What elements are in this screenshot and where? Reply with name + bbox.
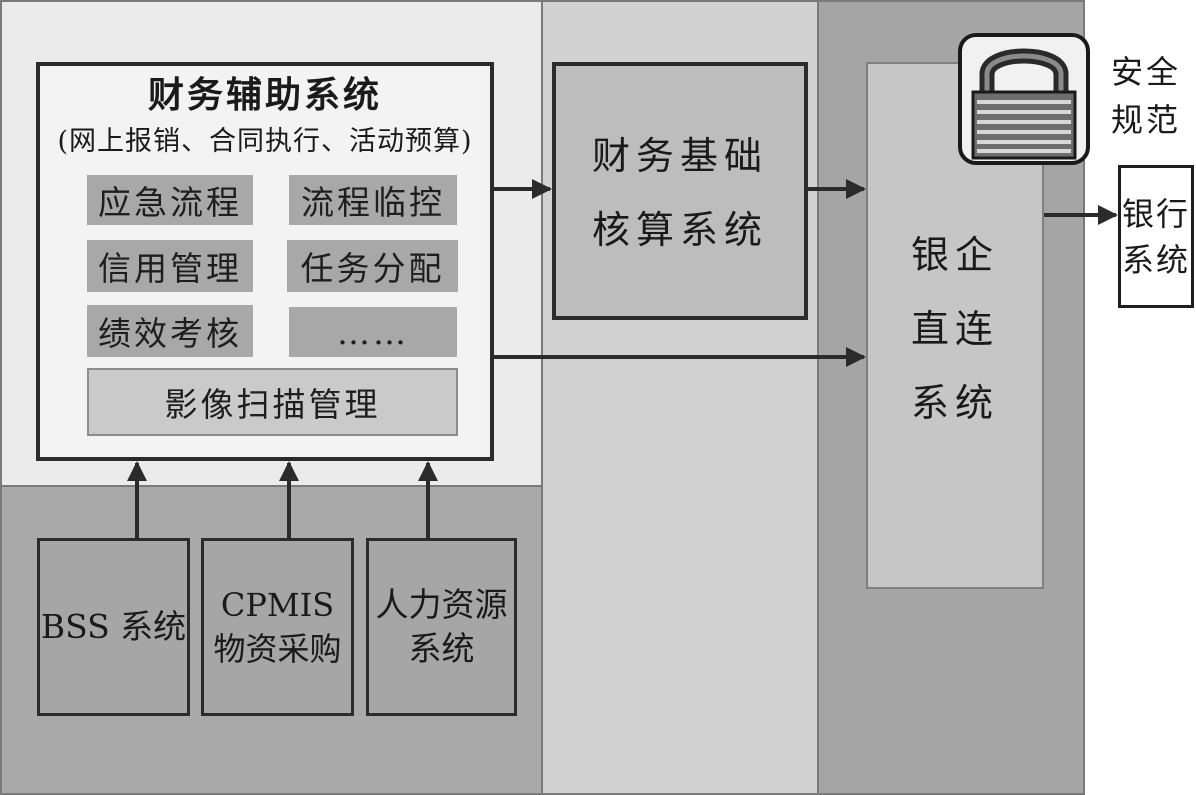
module-image-scan-management: 影像扫描管理 <box>87 368 458 436</box>
cpmis-system-label-line2: 物资采购 <box>213 630 342 668</box>
hr-system-box: 人力资源 系统 <box>366 538 517 716</box>
security-label-line2: 规范 <box>1110 101 1181 139</box>
hr-system-label-line1: 人力资源 <box>375 585 508 624</box>
bank-system-box: 银行 系统 <box>1118 165 1194 308</box>
cpmis-system-label-line1: CPMIS <box>220 586 335 624</box>
core-accounting-label-line1: 财务基础 <box>591 133 768 178</box>
module-credit-management: 信用管理 <box>87 240 253 292</box>
bank-direct-link-label-line2: 直连 <box>910 306 999 351</box>
core-accounting-label-line2: 核算系统 <box>591 207 768 252</box>
security-label-line1: 安全 <box>1110 53 1181 91</box>
module-emergency-process: 应急流程 <box>87 175 253 225</box>
core-accounting-box <box>552 62 808 320</box>
bank-system-label-line1: 银行 <box>1121 194 1190 233</box>
bank-direct-link-label-line1: 银企 <box>910 232 999 277</box>
module-ellipsis: …… <box>289 307 457 357</box>
bss-system-label: BSS 系统 <box>40 607 187 646</box>
bank-system-label-line2: 系统 <box>1121 240 1190 279</box>
module-task-assignment: 任务分配 <box>287 240 458 292</box>
aux-system-title: 财务辅助系统 <box>147 74 382 116</box>
bss-system-box: BSS 系统 <box>37 538 190 716</box>
module-performance-review: 绩效考核 <box>87 305 253 357</box>
bank-direct-link-label-line3: 系统 <box>910 380 999 425</box>
cpmis-system-box: CPMIS 物资采购 <box>201 538 354 716</box>
lock-icon <box>958 33 1090 165</box>
module-process-monitoring: 流程临控 <box>289 175 457 225</box>
aux-system-subtitle: (网上报销、合同执行、活动预算) <box>57 125 473 157</box>
hr-system-label-line2: 系统 <box>408 629 475 668</box>
